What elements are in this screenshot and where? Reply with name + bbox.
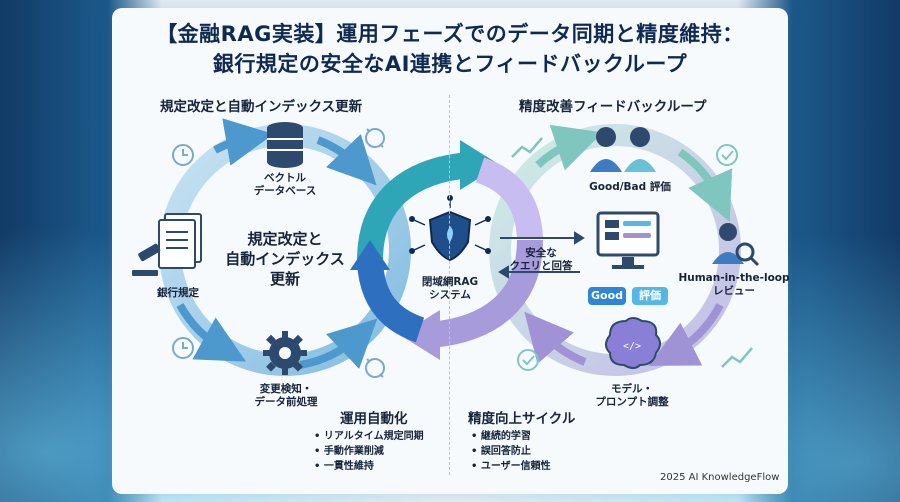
good-button[interactable]: Good	[588, 287, 626, 305]
svg-text:</>: </>	[623, 341, 641, 352]
list-item: 一貫性維持	[314, 459, 424, 474]
list-item: 手動作業削減	[314, 444, 424, 459]
reviewer-search-icon	[712, 223, 760, 267]
rate-button[interactable]: 評価	[632, 287, 668, 305]
brain-icon: </>	[605, 317, 661, 369]
ops-heading: 運用自動化	[340, 411, 408, 427]
left-heading: 規定改定と自動インデックス更新	[160, 99, 363, 115]
gear-icon	[263, 331, 307, 375]
accuracy-list: 継続的学習 誤回答防止 ユーザー信頼性	[471, 429, 551, 474]
hitl-label: Human-in-the-loop レビュー	[678, 272, 790, 297]
ops-list: リアルタイム規定同期 手動作業削減 一貫性維持	[314, 429, 424, 474]
footer-credit: 2025 AI KnowledgeFlow	[660, 472, 780, 483]
center-infinity-arrows	[350, 140, 543, 360]
monitor-icon	[596, 211, 660, 269]
accuracy-heading: 精度向上サイクル	[468, 411, 576, 427]
vector-db-label: ベクトル データベース	[253, 172, 317, 197]
clock-icon	[172, 144, 194, 359]
right-heading: 精度改善フィードバックループ	[519, 99, 707, 115]
shield-icon	[409, 195, 491, 262]
list-item: ユーザー信頼性	[471, 459, 551, 474]
list-item: リアルタイム規定同期	[314, 429, 424, 444]
document-gavel-icon	[132, 213, 202, 276]
model-tuning-label: モデル・ プロンプト調整	[595, 383, 669, 408]
sync-icon	[365, 128, 385, 378]
bank-rules-label: 銀行規定	[157, 287, 199, 299]
rating-label: Good/Bad 評価	[589, 181, 671, 193]
database-icon	[267, 122, 303, 168]
list-item: 継続的学習	[471, 429, 551, 444]
bidirectional-arrow-icon	[498, 231, 585, 279]
check-circle-icon	[517, 144, 738, 371]
rag-system-label: 閉域網RAG システム	[421, 276, 479, 301]
section-divider	[449, 95, 450, 475]
change-detect-label: 変更検知・ データ前処理	[254, 383, 318, 408]
users-icon	[590, 127, 656, 172]
title-line-1: 【金融RAG実装】運用フェーズでのデータ同期と精度維持：	[156, 22, 744, 46]
query-answer-label: 安全な クエリと回答	[509, 247, 573, 272]
list-item: 誤回答防止	[471, 444, 551, 459]
trend-up-icon	[511, 137, 753, 368]
title-line-2: 銀行規定の安全なAI連携とフィードバックループ	[212, 52, 688, 76]
left-center-label: 規定改定と 自動インデックス 更新	[225, 230, 345, 288]
